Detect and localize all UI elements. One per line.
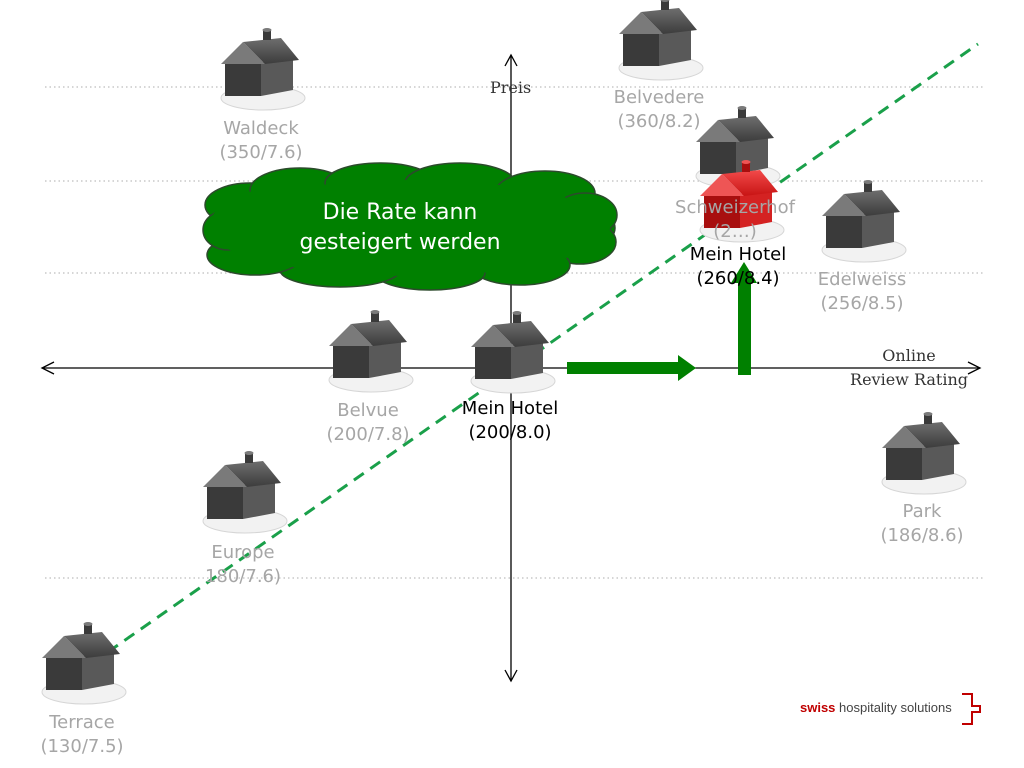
hotel-name: Belvedere (613, 87, 705, 108)
hotel-name: Waldeck (223, 118, 299, 139)
hotel-value: (350/7.6) (219, 142, 303, 163)
cloud-text: Die Rate kann gesteigert werden (250, 198, 550, 258)
hotel-value: (200/7.8) (326, 424, 410, 445)
house-icon-park (881, 412, 967, 495)
hotel-label-park: Park (186/8.6) (880, 500, 963, 548)
hotel-label-waldeck: Waldeck (350/7.6) (219, 117, 302, 165)
hotel-label-mein-hotel-target: Mein Hotel (260/8.4) (690, 243, 786, 291)
hotel-value: (260/8.4) (696, 268, 780, 289)
x-axis-label-line2: Review Rating (850, 370, 968, 389)
brand-strong: swiss (800, 700, 836, 715)
hotel-name: Park (902, 501, 942, 522)
hotel-value: (186/8.6) (880, 525, 964, 546)
hotel-name: Mein Hotel (461, 398, 559, 419)
arrow-up (731, 262, 757, 375)
brand-mark-icon (962, 693, 981, 725)
hotel-name: Mein Hotel (689, 244, 787, 265)
house-icon-mein-hotel-current (470, 311, 556, 394)
house-icon-terrace (41, 622, 127, 705)
x-axis-label: Online Review Rating (850, 344, 968, 392)
hotel-label-terrace: Terrace (130/7.5) (40, 711, 123, 759)
x-axis-label-line1: Online (882, 346, 936, 365)
grid-lines (45, 86, 985, 579)
house-icon-edelweiss (821, 180, 907, 263)
hotel-label-mein-hotel-current: Mein Hotel (200/8.0) (462, 397, 558, 445)
house-icon-europe (202, 451, 288, 534)
house-icon-belvedere (618, 0, 704, 81)
hotel-label-schweizerhof: Schweizerhof (2…) (675, 196, 795, 244)
hotel-name: Schweizerhof (675, 197, 795, 218)
cloud-text-line2: gesteigert werden (299, 230, 501, 255)
hotel-label-europe: Europe 180/7.6) (205, 541, 281, 589)
cloud-text-line1: Die Rate kann (322, 200, 478, 225)
hotel-name: Europe (211, 542, 275, 563)
y-axis-label: Preis (490, 78, 532, 97)
house-icon-waldeck (220, 28, 306, 111)
hotel-name: Edelweiss (817, 269, 907, 290)
house-icon-belvue (328, 310, 414, 393)
hotel-label-belvedere: Belvedere (360/8.2) (614, 86, 705, 134)
hotel-value: (200/8.0) (468, 422, 552, 443)
hotel-value: (360/8.2) (617, 111, 701, 132)
hotel-label-edelweiss: Edelweiss (256/8.5) (818, 268, 906, 316)
hotel-value: (130/7.5) (40, 736, 124, 757)
hotel-name: Belvue (337, 400, 399, 421)
hotel-name: Terrace (49, 712, 115, 733)
arrow-right (567, 355, 696, 381)
brand-rest: hospitality solutions (835, 700, 952, 715)
cloud-callout (202, 162, 618, 291)
hotel-value: 180/7.6) (204, 566, 282, 587)
houses-layer (41, 0, 967, 705)
brand-logo: swiss hospitality solutions (800, 700, 952, 715)
hotel-value: (256/8.5) (820, 293, 904, 314)
hotel-label-belvue: Belvue (200/7.8) (326, 399, 409, 447)
hotel-value: (2…) (713, 221, 757, 242)
house-icon-mein-hotel-target (699, 160, 785, 243)
